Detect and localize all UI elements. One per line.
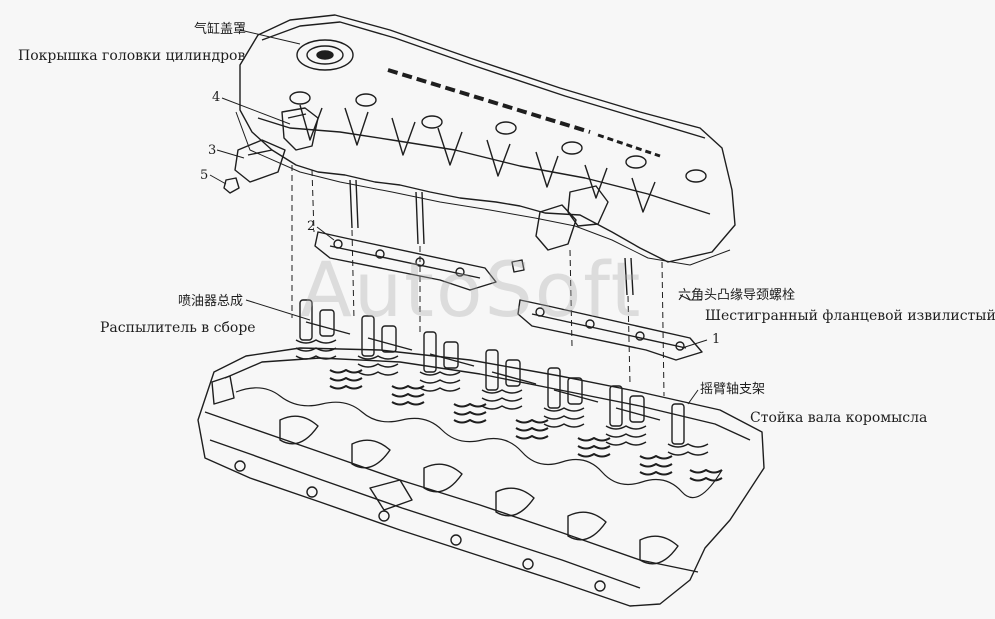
cover-label-ru: Покрышка головки цилиндров — [18, 48, 246, 64]
leader-lines — [209, 29, 708, 405]
bolt-label-ru: Шестигранный фланцевой извилистый болт — [705, 308, 995, 324]
assembly-guide-lines — [291, 165, 665, 397]
cylinder-head — [197, 347, 765, 607]
rocker-label-cn: 摇臂轴支架 — [700, 382, 766, 397]
injector-label-ru: Распылитель в сборе — [100, 320, 256, 336]
callout-4: 4 — [212, 90, 221, 105]
bolt-label-cn: 六角头凸缘导颈螺栓 — [678, 288, 796, 303]
rocker-label-ru: Стойка вала коромысла — [750, 410, 928, 426]
cover-gasket — [235, 111, 731, 266]
valve-cover — [239, 14, 736, 263]
rocker-shaft-support-1 — [517, 299, 703, 361]
callout-5: 5 — [200, 168, 209, 183]
rocker-shaft-support-2 — [314, 231, 497, 291]
injector-and-valve-train — [295, 299, 723, 482]
injector-label-cn: 喷油器总成 — [178, 294, 244, 309]
callout-2: 2 — [307, 219, 316, 234]
cover-bolts — [349, 179, 634, 296]
callout-3: 3 — [208, 143, 217, 158]
watermark: AutoSoft — [300, 245, 643, 334]
bracket-assembly — [223, 107, 609, 273]
callout-1: 1 — [712, 332, 721, 347]
cover-label-cn: 气缸盖罩 — [194, 22, 247, 37]
